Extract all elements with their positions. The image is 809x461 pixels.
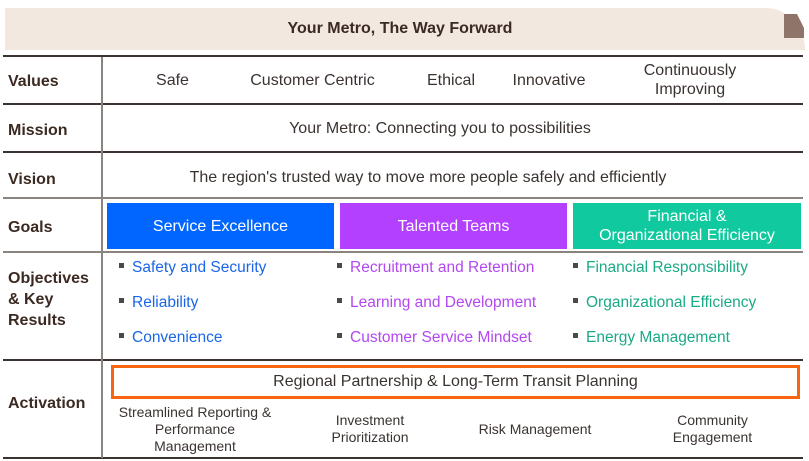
value-item: Continuously Improving bbox=[625, 61, 755, 99]
activation-highlight-box: Regional Partnership & Long-Term Transit… bbox=[111, 365, 800, 399]
objective-text: Organizational Efficiency bbox=[586, 294, 757, 311]
activation-item: Investment Prioritization bbox=[310, 412, 430, 446]
bullet-icon bbox=[573, 263, 578, 269]
value-item: Safe bbox=[156, 72, 189, 89]
activation-item-line: Prioritization bbox=[331, 429, 409, 445]
bullet-icon bbox=[337, 263, 342, 269]
goal-line: Financial & bbox=[647, 208, 727, 225]
mission-text: Your Metro: Connecting you to possibilit… bbox=[289, 120, 591, 137]
objectives-label-line: Results bbox=[8, 312, 66, 329]
bullet-icon bbox=[119, 333, 124, 339]
activation-item: Streamlined Reporting & Performance Mana… bbox=[110, 404, 280, 455]
bullet-icon bbox=[573, 333, 578, 339]
activation-item: Risk Management bbox=[465, 421, 605, 438]
objective-item: Recruitment and Retention bbox=[337, 259, 534, 277]
objective-item: Customer Service Mindset bbox=[337, 329, 532, 347]
objective-item: Reliability bbox=[119, 294, 198, 312]
activation-item-line: Investment bbox=[335, 412, 405, 428]
goal-financial-efficiency: Financial & Organizational Efficiency bbox=[573, 203, 801, 249]
objective-text: Reliability bbox=[132, 294, 199, 311]
bullet-icon bbox=[337, 333, 342, 339]
activation-item-line: Risk Management bbox=[478, 421, 592, 437]
activation-item-line: Streamlined Reporting & bbox=[118, 404, 272, 420]
value-item: Ethical bbox=[426, 72, 476, 89]
divider bbox=[3, 251, 803, 253]
objectives-label: Objectives & Key Results bbox=[8, 269, 89, 330]
objective-item: Learning and Development bbox=[337, 294, 536, 312]
objective-text: Recruitment and Retention bbox=[350, 259, 535, 276]
divider bbox=[3, 457, 803, 459]
mission-label: Mission bbox=[8, 122, 68, 139]
objectives-label-line: Objectives bbox=[8, 270, 89, 287]
value-item-text: Continuously Improving bbox=[643, 62, 737, 98]
train-front-icon bbox=[5, 8, 805, 50]
objectives-label-line: & Key bbox=[8, 291, 54, 308]
goals-label: Goals bbox=[8, 219, 53, 236]
column-divider bbox=[101, 57, 103, 458]
values-label: Values bbox=[8, 73, 59, 90]
bullet-icon bbox=[119, 263, 124, 269]
activation-item-line: Community bbox=[677, 412, 748, 428]
objective-text: Customer Service Mindset bbox=[350, 329, 532, 346]
divider bbox=[3, 103, 803, 105]
divider bbox=[3, 197, 803, 199]
value-item: Innovative bbox=[512, 72, 586, 89]
page-title: Your Metro, The Way Forward bbox=[287, 20, 513, 37]
activation-item-line: Engagement bbox=[672, 429, 753, 445]
objective-item: Safety and Security bbox=[119, 259, 266, 277]
objective-text: Energy Management bbox=[586, 329, 730, 346]
bullet-icon bbox=[337, 298, 342, 304]
divider bbox=[3, 55, 803, 57]
vision-text: The region's trusted way to move more pe… bbox=[189, 169, 667, 186]
goal-line: Organizational Efficiency bbox=[599, 227, 775, 244]
objective-text: Convenience bbox=[132, 329, 223, 346]
activation-item-line: Performance bbox=[154, 421, 236, 437]
bullet-icon bbox=[573, 298, 578, 304]
value-item: Customer Centric bbox=[250, 72, 375, 89]
objective-text: Financial Responsibility bbox=[586, 259, 748, 276]
header-banner: Your Metro, The Way Forward bbox=[5, 8, 805, 50]
objective-text: Learning and Development bbox=[350, 294, 537, 311]
activation-item-line: Management bbox=[154, 438, 236, 454]
vision-label: Vision bbox=[8, 171, 56, 188]
divider bbox=[3, 359, 803, 361]
goal-talented-teams: Talented Teams bbox=[340, 203, 567, 249]
objective-item: Organizational Efficiency bbox=[573, 294, 756, 312]
objective-item: Energy Management bbox=[573, 329, 730, 347]
bullet-icon bbox=[119, 298, 124, 304]
objective-item: Financial Responsibility bbox=[573, 259, 748, 277]
objective-text: Safety and Security bbox=[132, 259, 267, 276]
activation-label: Activation bbox=[8, 395, 86, 412]
activation-item: Community Engagement bbox=[650, 412, 775, 446]
goal-service-excellence: Service Excellence bbox=[107, 203, 334, 249]
objective-item: Convenience bbox=[119, 329, 222, 347]
divider bbox=[3, 151, 803, 153]
